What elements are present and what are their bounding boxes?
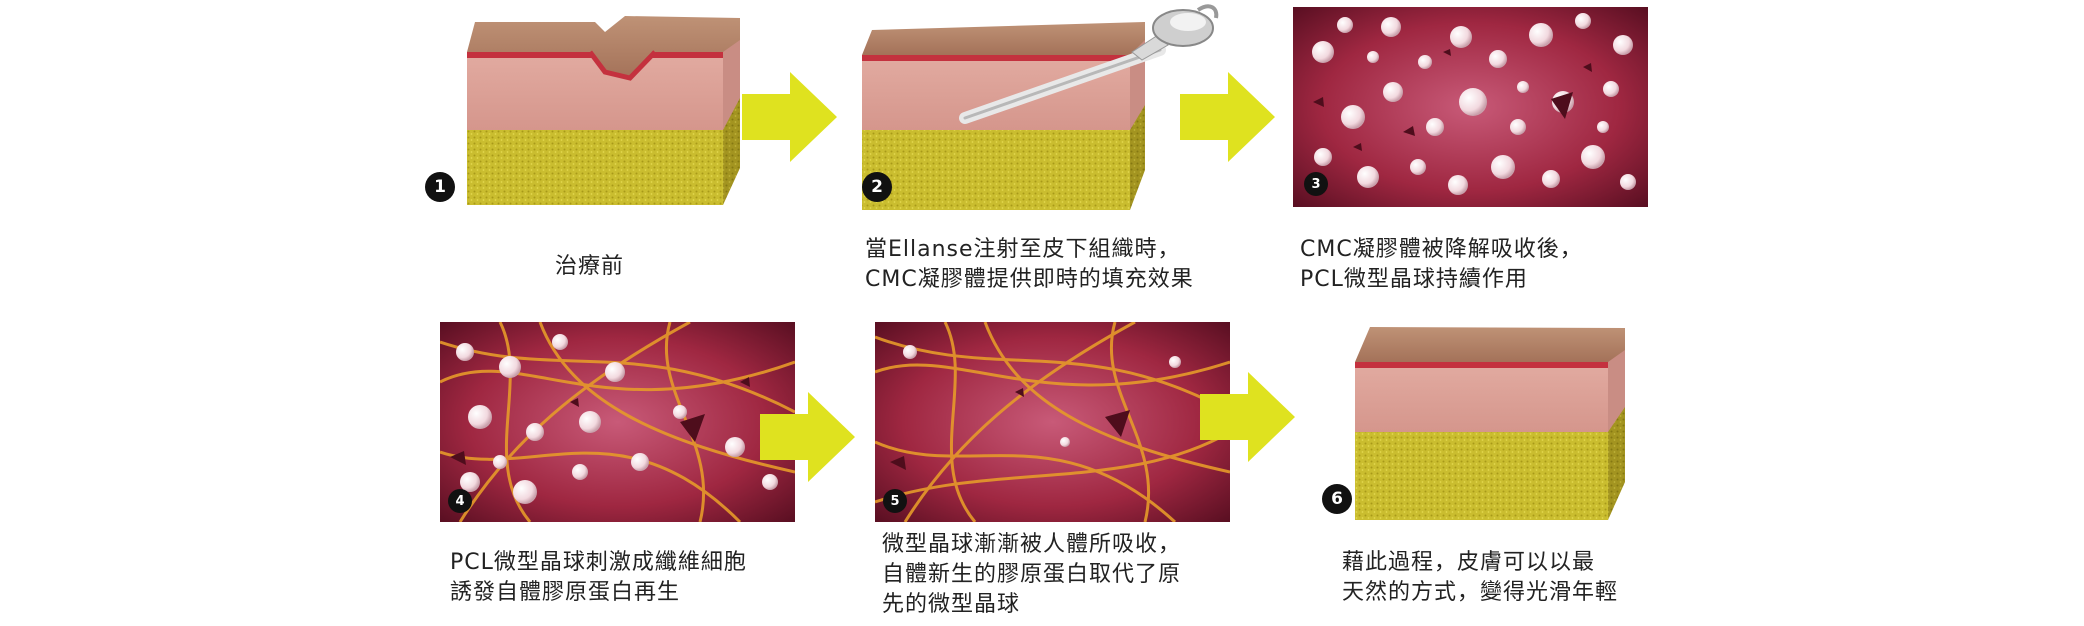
step-5-caption: 微型晶球漸漸被人體所吸收， 自體新生的膠原蛋白取代了原 先的微型晶球 <box>882 532 1182 617</box>
step-2-caption: 當Ellanse注射至皮下組織時， CMC凝膠體提供即時的填充效果 <box>865 237 1194 292</box>
step-5-badge: 5 <box>883 489 907 513</box>
step-6-caption: 藉此過程，皮膚可以以最 天然的方式，變得光滑年輕 <box>1342 550 1619 605</box>
tissue-collagen-stimulation <box>440 322 795 522</box>
skin-block-after-treatment <box>1340 322 1630 522</box>
step-4-badge: 4 <box>448 489 472 513</box>
arrow-right-icon <box>760 392 855 482</box>
arrow-right-icon <box>742 72 837 162</box>
tissue-pcl-spheres <box>1293 7 1648 207</box>
skin-block-injection <box>860 0 1220 215</box>
syringe-icon <box>1131 4 1219 61</box>
skin-block-before-treatment <box>455 10 755 215</box>
step-2-badge: 2 <box>862 172 892 202</box>
step-4-caption: PCL微型晶球刺激成纖維細胞 誘發自體膠原蛋白再生 <box>450 550 747 605</box>
step-1-caption: 治療前 <box>555 254 625 279</box>
arrow-right-icon <box>1200 372 1295 462</box>
step-3-caption: CMC凝膠體被降解吸收後， PCL微型晶球持續作用 <box>1300 237 1583 292</box>
step-6-badge: 6 <box>1322 484 1352 514</box>
arrow-right-icon <box>1180 72 1275 162</box>
step-1-badge: 1 <box>425 172 455 202</box>
tissue-collagen-replacement <box>875 322 1230 522</box>
step-3-badge: 3 <box>1304 172 1328 196</box>
